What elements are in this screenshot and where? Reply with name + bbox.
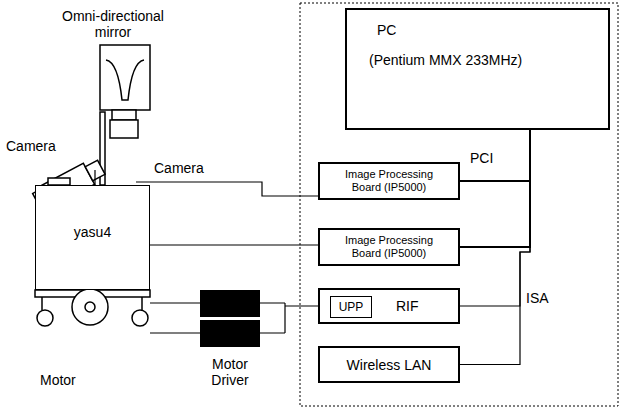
- part-label: Camera: [154, 160, 204, 176]
- node-text: Image Processing Board (IP5000): [329, 234, 449, 260]
- robot-body: yasu4: [35, 185, 150, 290]
- part-label: Camera: [6, 138, 56, 154]
- omni-camera: [100, 45, 150, 185]
- part-label: Motor Driver: [196, 356, 264, 388]
- rif-box: RIF UPP: [318, 288, 460, 324]
- board-box: Image Processing Board (IP5000): [318, 162, 460, 200]
- bus-line: [460, 130, 530, 365]
- pc-box: PC (Pentium MMX 233MHz): [345, 8, 610, 130]
- wlan-box: Wireless LAN: [318, 346, 460, 383]
- pc-enclosure: [300, 3, 618, 406]
- bus-label: ISA: [526, 290, 549, 306]
- part-label: Omni-directional mirror: [58, 8, 168, 40]
- upp-box: UPP: [330, 296, 372, 318]
- node-text: Wireless LAN: [347, 357, 432, 373]
- motor-driver: [200, 290, 260, 317]
- bus-label: PCI: [470, 150, 493, 166]
- node-text: (Pentium MMX 233MHz): [369, 52, 522, 68]
- node-text: PC: [377, 22, 396, 38]
- node-text: Image Processing Board (IP5000): [329, 168, 449, 194]
- motor-driver: [200, 320, 260, 347]
- node-text: yasu4: [74, 224, 111, 240]
- node-text: RIF: [396, 298, 419, 314]
- bus-line: [460, 130, 530, 247]
- part-label: Motor: [40, 372, 76, 388]
- node-text: UPP: [339, 300, 364, 314]
- board-box: Image Processing Board (IP5000): [318, 228, 460, 266]
- robot-base: [35, 178, 150, 326]
- bus-line: [460, 130, 530, 181]
